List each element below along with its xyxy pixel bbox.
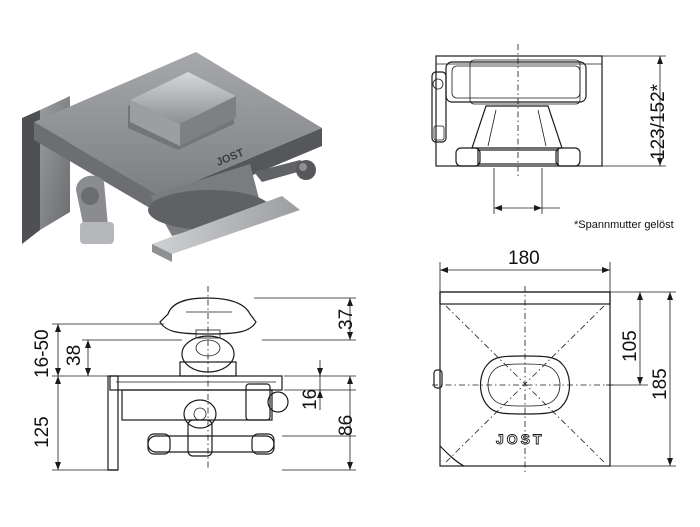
dim-front-105: 105: [620, 330, 641, 362]
dim-right-86: 86: [336, 415, 357, 436]
dim-front-185: 185: [650, 368, 671, 400]
front-view: 16-50 38 125 37 16 86: [32, 286, 357, 471]
dim-left-38: 38: [64, 345, 85, 366]
dim-left-125: 125: [32, 416, 53, 448]
dim-top-width: 180: [508, 248, 540, 269]
top-brand-mark: JOST: [496, 431, 545, 447]
dim-left-range: 16-50: [32, 329, 53, 378]
footnote-text: *Spannmutter gelöst: [574, 219, 674, 231]
dim-right-16: 16: [300, 389, 321, 410]
top-view: JOST 180 105 185: [432, 248, 676, 472]
dim-right-37: 37: [336, 309, 357, 330]
side-view: 123/152* *Spannmutter gelöst: [431, 44, 674, 231]
dim-side-height: 123/152*: [648, 83, 669, 160]
product-render: JOST: [22, 52, 322, 262]
